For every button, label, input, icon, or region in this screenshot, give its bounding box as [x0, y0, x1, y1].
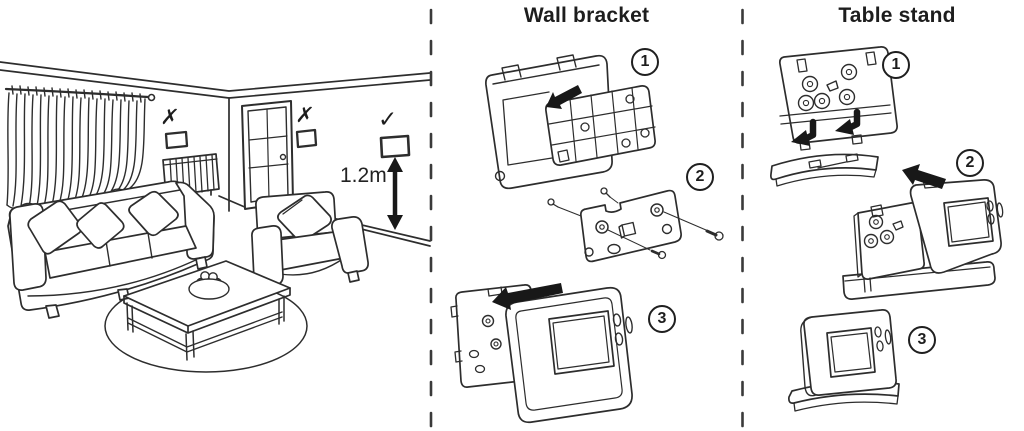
- table-stand-step-3-badge: 3: [908, 326, 936, 354]
- thermostat-position-markers: [164, 128, 411, 159]
- bad-location-mark-radiator: ✗: [159, 105, 181, 129]
- wall-bracket-step3: [450, 283, 633, 424]
- wall-bracket-title: Wall bracket: [523, 4, 650, 27]
- height-arrow: [387, 157, 403, 230]
- room-illustration: [0, 61, 431, 373]
- thermostat-sliding-in: [909, 178, 1004, 274]
- wall-bracket-illustration: [450, 54, 724, 424]
- table-stand-title: Table stand: [838, 4, 956, 27]
- base-plate: [842, 261, 996, 300]
- screws: [547, 187, 724, 260]
- table-stand-step2: [842, 164, 1004, 300]
- thermostat-side-slider: [996, 202, 1004, 218]
- stand-base: [770, 153, 879, 187]
- bad-location-mark-door: ✗: [294, 103, 316, 127]
- table-stand-illustration: [770, 46, 1004, 412]
- wall-bracket-step-2-badge: 2: [686, 163, 714, 191]
- wall-bracket-step1: [485, 54, 656, 190]
- sofa: [7, 180, 215, 319]
- height-label: 1.2m: [340, 164, 387, 187]
- slide-arrow: [546, 85, 582, 109]
- sofa-pillow: [128, 190, 179, 237]
- thermostat-screen: [943, 197, 994, 247]
- sofa-pillow: [76, 202, 125, 249]
- thermostat-side-slider: [884, 329, 892, 345]
- thermostat-button: [874, 326, 882, 338]
- thermostat-button: [614, 332, 624, 346]
- thermostat-button: [612, 313, 622, 327]
- thermostat-button: [986, 200, 994, 212]
- thermostat-screen: [548, 310, 615, 375]
- thermostat-button: [987, 213, 995, 225]
- thermostat-button: [876, 340, 884, 352]
- wall-bracket-step2: [547, 187, 724, 263]
- battery-terminals: [797, 63, 858, 112]
- table-stand-step-1-badge: 1: [882, 51, 910, 79]
- attach-arrow: [902, 164, 946, 189]
- mount-arrow: [492, 283, 563, 310]
- door: [241, 100, 294, 210]
- wall-bracket-step-1-badge: 1: [631, 48, 659, 76]
- good-location-mark: ✓: [378, 107, 398, 133]
- table-stand-step3: [788, 309, 900, 412]
- thermostat-front: [505, 286, 633, 424]
- thermostat-screen: [826, 327, 876, 378]
- table-stand-step-2-badge: 2: [956, 149, 984, 177]
- assembled-thermostat: [800, 309, 897, 397]
- wall-bracket-step-3-badge: 3: [648, 305, 676, 333]
- detach-arrows: [791, 108, 861, 146]
- fruit-bowl: [188, 271, 230, 300]
- bracket-plate: [545, 85, 656, 166]
- coffee-table: [123, 260, 291, 361]
- thermostat-side-slider: [625, 316, 633, 334]
- table-stand-step1: [770, 46, 898, 187]
